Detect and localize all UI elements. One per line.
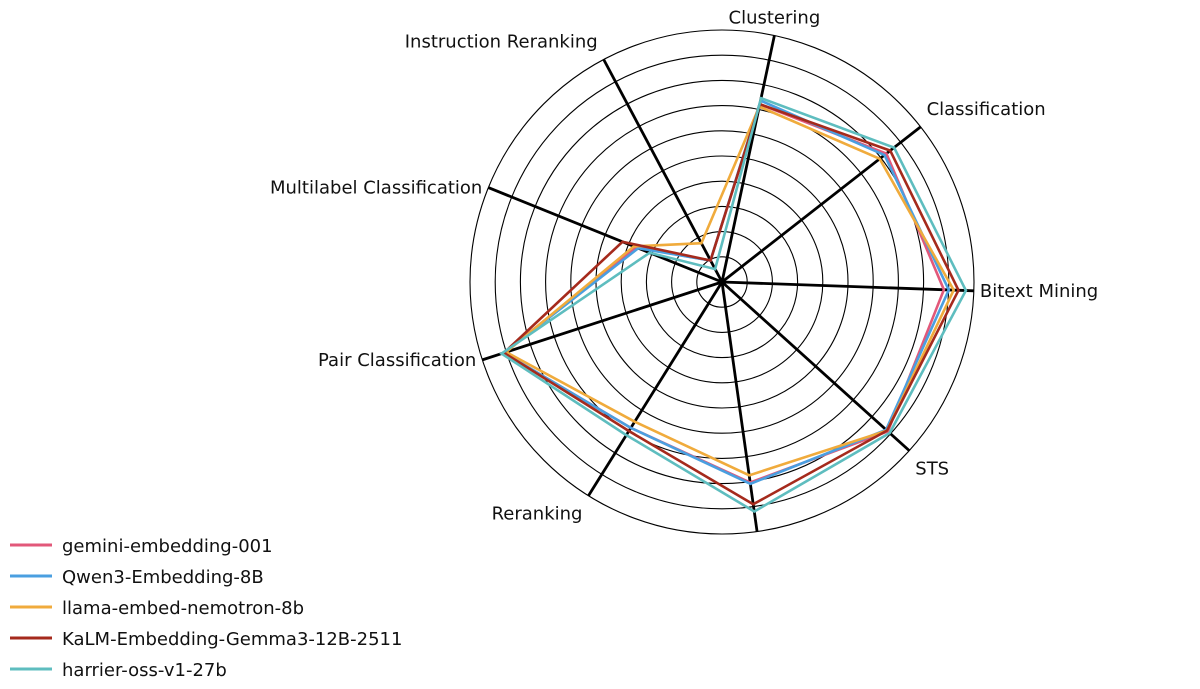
- series-llama-embed-nemotron-8b: [503, 104, 956, 477]
- grid-ring: [620, 180, 824, 384]
- grid-ring: [645, 205, 799, 359]
- axis-spoke: [487, 186, 723, 284]
- grid-ring: [545, 105, 899, 459]
- legend-label[interactable]: Qwen3-Embedding-8B: [62, 567, 264, 588]
- axis-spoke: [721, 280, 911, 452]
- radar-series-group: [499, 96, 968, 514]
- legend-label[interactable]: llama-embed-nemotron-8b: [62, 598, 304, 619]
- grid-ring: [671, 231, 773, 333]
- grid-ring: [570, 130, 874, 434]
- axis-spoke: [587, 281, 724, 497]
- axis-spoke: [720, 35, 776, 283]
- axis-spoke: [602, 58, 724, 283]
- legend-label[interactable]: harrier-oss-v1-27b: [62, 660, 227, 681]
- axis-label: STS: [915, 459, 949, 480]
- axis-label: Pair Classification: [318, 350, 476, 371]
- radar-grid: [469, 29, 975, 535]
- legend-label[interactable]: gemini-embedding-001: [62, 536, 273, 557]
- axis-spoke: [720, 281, 759, 532]
- series-harrier-oss-v1-27b: [499, 96, 968, 514]
- axis-label: Bitext Mining: [980, 281, 1098, 302]
- axis-label: Reranking: [492, 504, 583, 525]
- legend-label[interactable]: KaLM-Embedding-Gemma3-12B-2511: [62, 629, 402, 650]
- grid-ring: [469, 29, 975, 535]
- axis-spoke: [481, 280, 723, 362]
- axis-label: Multilabel Classification: [270, 178, 482, 199]
- series-KaLM-Embedding-Gemma3-12B-2511: [501, 102, 960, 506]
- axis-label: Clustering: [729, 8, 821, 29]
- axis-label: Instruction Reranking: [405, 31, 598, 52]
- axis-label: Classification: [927, 99, 1046, 120]
- grid-ring: [519, 79, 925, 485]
- axis-spoke: [721, 280, 974, 293]
- axis-spoke: [721, 125, 922, 284]
